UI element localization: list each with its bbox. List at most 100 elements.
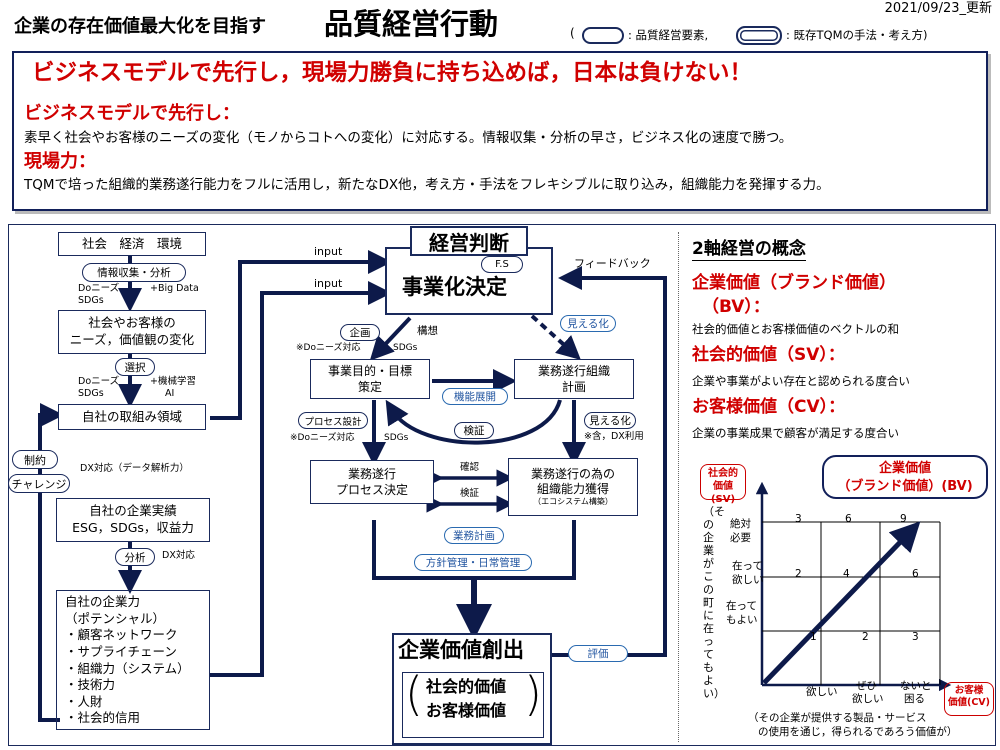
value-pair-box — [402, 672, 544, 738]
box-performance-line2: ESG，SDGs，収益力 — [72, 520, 194, 535]
sv-axis-line2: 価値(SV) — [710, 481, 736, 505]
grid-val-2: 9 — [900, 513, 907, 525]
banner-headline: ビジネスモデルで先行し，現場力勝負に持ち込めば，日本は負けない！ — [32, 60, 753, 86]
box-cap-line1: 業務遂行の為の — [530, 467, 615, 481]
box-needs-line2: ニーズ，価値観の変化 — [69, 332, 195, 347]
y-label-ok: 在って — [726, 600, 757, 612]
customer-value-label: お客様価値 — [426, 701, 507, 720]
pill-verification: 検証 — [454, 422, 494, 439]
bv-title-line2: （BV）： — [702, 297, 770, 317]
sv-text: 企業や事業がよい存在と認められる度合い — [692, 374, 910, 388]
corp-item-3: ・サプライチェーン — [65, 643, 177, 659]
feedback-label: フィードバック — [574, 257, 651, 270]
legend-text-element: : 品質経営要素, — [628, 28, 709, 42]
note-ml: +機械学習 — [150, 376, 196, 387]
grid-val-5: 6 — [912, 568, 919, 580]
sv-vertical-note: （その企業がこの町に在ってもよい） — [703, 505, 725, 700]
box-capability: 業務遂行の為の 組織能力獲得 （エコシステム構築） — [508, 458, 638, 516]
note-do-needs-center-1: ※Doニーズ対応 — [296, 343, 361, 353]
pill-select: 選択 — [115, 358, 155, 376]
corp-item-7: ・社会的信用 — [65, 710, 141, 726]
pill-constraint: 制約 — [12, 450, 58, 469]
grid-val-1: 6 — [845, 513, 852, 525]
box-own-domain: 自社の取組み領域 — [58, 404, 206, 430]
note-sdgs-center-1: SDGs — [393, 343, 418, 353]
cv-title: お客様価値（CV）： — [692, 397, 846, 417]
box-goal-line1: 事業目的・目標 — [327, 363, 412, 378]
note-do-needs-2: Doニーズ — [78, 376, 120, 387]
concept-title: 2軸経営の概念 — [692, 239, 806, 261]
pill-analysis: 分析 — [115, 548, 155, 566]
box-needs-values-change: 社会やお客様の ニーズ，価値観の変化 — [58, 310, 206, 354]
note-bigdata: +Big Data — [150, 283, 199, 294]
box-business-goal: 事業目的・目標 策定 — [310, 359, 430, 399]
x-label-really-b: 欲しい — [852, 693, 884, 705]
bv-badge: 企業価値 （ブランド価値）(BV) — [822, 455, 988, 499]
box-org-line1: 業務遂行組織 — [537, 363, 610, 378]
box-society-economy-environment: 社会 経済 環境 — [58, 232, 206, 256]
value-creation-block — [392, 633, 552, 745]
x-label-trouble-b: 困る — [904, 693, 925, 705]
y-label-ok-b: もよい — [726, 614, 758, 626]
corp-item-5: ・技術力 — [65, 677, 116, 693]
panel-divider — [678, 232, 679, 742]
judgement-box: 経営判断 — [410, 226, 528, 256]
judgement-label: 経営判断 — [429, 230, 509, 255]
box-cap-line2: 組織能力獲得 — [536, 482, 609, 496]
grid-val-0: 3 — [795, 513, 802, 525]
box-cap-line3: （エコシステム構築） — [533, 497, 613, 506]
social-value-label: 社会的価値 — [426, 677, 507, 696]
banner-section2-title: 現場力： — [24, 151, 96, 172]
y-label-want-b: 欲しい — [732, 574, 764, 586]
chart-bottom-note-2: の使用を通じ，得られるであろう価値が） — [758, 726, 958, 738]
sv-title: 社会的価値（SV）： — [692, 345, 845, 365]
label-concept: 構想 — [417, 325, 438, 337]
value-creation-label: 企業価値創出 — [398, 638, 524, 662]
pill-challenge: チャレンジ — [8, 474, 70, 493]
y-label-absolute-b: 必要 — [730, 532, 751, 544]
note-do-needs-1: Doニーズ — [78, 283, 120, 294]
corp-item-1: （ポテンシャル） — [65, 610, 166, 626]
bv-badge-line2: （ブランド価値）(BV) — [837, 478, 973, 494]
sv-axis-label: 社会的 価値(SV) — [700, 464, 746, 505]
cv-axis-line1: お客様 — [954, 685, 984, 696]
x-label-want: 欲しい — [806, 686, 838, 698]
pill-visualize-2: 見える化 — [584, 412, 636, 429]
sv-axis-line1: 社会的 — [708, 468, 738, 479]
paren-left: ( — [405, 667, 423, 721]
grid-val-3: 2 — [795, 568, 802, 580]
pill-process-design: プロセス設計 — [298, 412, 368, 429]
corp-item-2: ・顧客ネットワーク — [65, 627, 178, 643]
pill-function-deployment: 機能展開 — [442, 388, 508, 405]
pill-business-plan: 業務計画 — [444, 527, 504, 544]
box-performance: 自社の企業実績 ESG，SDGs，収益力 — [56, 498, 210, 542]
bv-title-line1: 企業価値（ブランド価値） — [692, 273, 896, 293]
pill-fs: F.S — [481, 256, 523, 273]
message-banner — [12, 51, 988, 211]
bv-text: 社会的価値とお客様価値のベクトルの和 — [692, 322, 899, 336]
legend-swatch-element — [582, 27, 624, 44]
banner-section1-text: 素早く社会やお客様のニーズの変化（モノからコトへの変化）に対応する。情報収集・分… — [24, 130, 793, 146]
corp-item-0: 自社の企業力 — [65, 594, 141, 609]
grid-val-6: 1 — [810, 631, 817, 643]
input-label-1: input — [314, 245, 343, 258]
x-label-trouble: ないと — [900, 680, 932, 692]
cv-text: 企業の事業成果で顧客が満足する度合い — [692, 426, 899, 440]
pill-evaluation: 評価 — [568, 645, 628, 662]
note-ai: AI — [165, 388, 175, 399]
note-dx-data: DX対応（データ解析力） — [80, 463, 189, 474]
box-performance-line1: 自社の企業実績 — [89, 503, 177, 519]
grid-val-8: 3 — [912, 631, 919, 643]
page-title: 品質経営行動 — [324, 7, 499, 41]
input-label-2: input — [314, 277, 343, 290]
box-org-line2: 計画 — [561, 380, 586, 394]
box-proc-line2: プロセス決定 — [335, 483, 408, 497]
note-dx-2: DX対応 — [162, 550, 195, 561]
update-date: 2021/09/23_更新 — [884, 1, 992, 16]
corp-item-4: ・組織力（システム） — [65, 660, 190, 676]
label-verify: 検証 — [460, 488, 480, 499]
title-prefix: 企業の存在価値最大化を目指す — [14, 16, 266, 37]
commercialize-label: 事業化決定 — [402, 275, 507, 299]
banner-section2-text: TQMで培った組織的業務遂行能力をフルに活用し，新たなDX他，考え方・手法をフレ… — [24, 177, 830, 193]
